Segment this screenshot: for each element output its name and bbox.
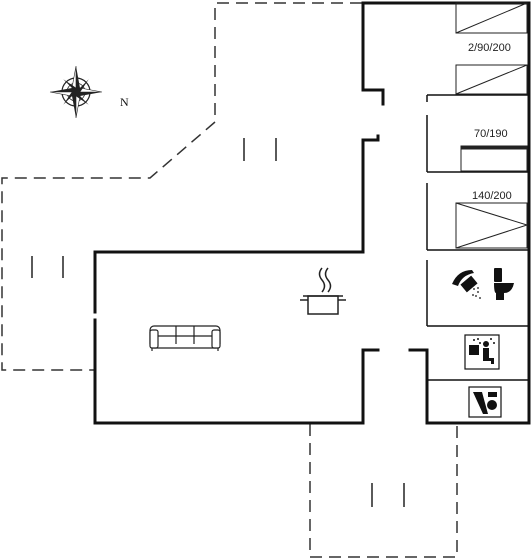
bed-label-bedroom-1: 2/90/200	[468, 42, 511, 54]
bed-2-90-200	[455, 2, 528, 95]
terrace-south	[309, 424, 458, 558]
shower-icon	[452, 270, 481, 299]
compass-rose-icon	[49, 65, 103, 119]
sauna-icon	[464, 334, 500, 370]
interior-walls	[426, 94, 529, 381]
terrace-outlines	[1, 2, 458, 558]
terrace-north	[1, 2, 362, 371]
bed-label-bedroom-2: 70/190	[474, 128, 508, 140]
cooking-pot-icon	[300, 267, 346, 315]
wall-outer	[361, 1, 385, 92]
washing-machine-icon	[468, 386, 502, 418]
terrace-markers	[31, 138, 405, 507]
shower-toilet-icon	[452, 268, 514, 300]
walls	[93, 1, 531, 425]
toilet-icon	[494, 268, 514, 300]
sofa-icon	[149, 325, 221, 351]
bed-140-200	[455, 202, 529, 249]
bed-70-190	[460, 145, 528, 172]
bed-label-bedroom-3: 140/200	[472, 190, 512, 202]
compass-north-label: N	[120, 95, 129, 109]
